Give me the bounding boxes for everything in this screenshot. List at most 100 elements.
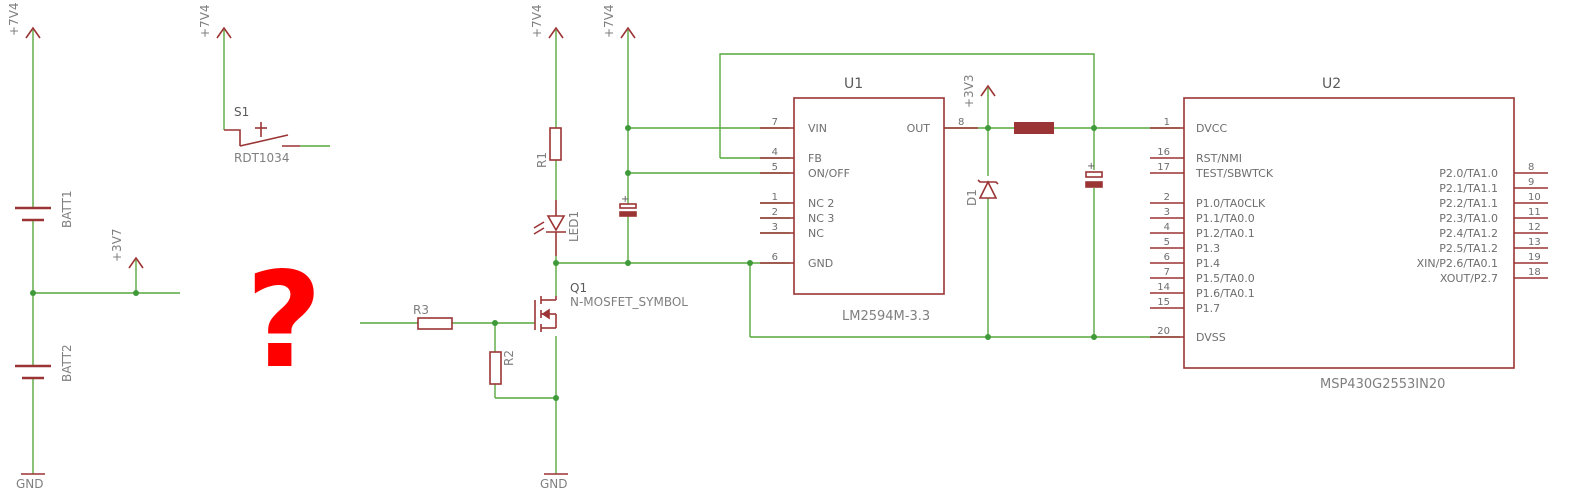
pin-out-label: OUT <box>907 122 931 135</box>
ic-u2-value: MSP430G2553IN20 <box>1320 377 1445 392</box>
junction-dot <box>625 260 631 266</box>
u2-pin-number: 9 <box>1528 177 1534 188</box>
led-led1-label: LED1 <box>567 211 581 242</box>
u2-pin-number: 14 <box>1157 282 1170 293</box>
junction-dot <box>30 290 36 296</box>
u2-pin-label: P1.5/TA0.0 <box>1196 272 1255 285</box>
switch-s1-value: RDT1034 <box>234 151 289 165</box>
junction-dot <box>985 334 991 340</box>
u2-pin-label: P2.0/TA1.0 <box>1439 167 1498 180</box>
capacitor-input[interactable]: + <box>619 194 637 217</box>
u2-pin-number: 20 <box>1157 326 1170 337</box>
battery-batt1[interactable] <box>14 199 52 229</box>
u2-pin-number: 5 <box>1164 237 1170 248</box>
resistor-r2-label: R2 <box>502 350 516 366</box>
ground-label-battery: GND <box>16 477 44 491</box>
power-label-cap: +7V4 <box>602 4 616 38</box>
u2-pin-number: 6 <box>1164 252 1170 263</box>
resistor-r3[interactable] <box>417 317 453 330</box>
u2-pin-label: P1.1/TA0.0 <box>1196 212 1255 225</box>
pin-out-number: 8 <box>958 117 964 128</box>
mosfet-q1[interactable] <box>534 296 557 332</box>
pin-gnd-label: GND <box>808 257 833 270</box>
switch-s1[interactable]: +7V4 S1 RDT1034 <box>198 4 330 165</box>
pin-nc2-number: 1 <box>772 192 778 203</box>
ic-u1-value: LM2594M-3.3 <box>842 309 930 324</box>
u2-pin-label: TEST/SBWTCK <box>1195 167 1274 180</box>
mosfet-q1-label: Q1 <box>570 281 587 295</box>
pin-nc-label: NC <box>808 227 824 240</box>
junction-dot <box>1091 125 1097 131</box>
junction-dot <box>747 260 753 266</box>
battery-section: +7V4 BATT1 BATT2 +3V7 GND <box>7 2 180 491</box>
pin-gnd-number: 6 <box>772 252 778 263</box>
led-led1[interactable] <box>533 200 566 256</box>
battery-batt2-label: BATT2 <box>60 344 74 382</box>
svg-text:+: + <box>1087 161 1095 172</box>
u2-pin-label: P1.3 <box>1196 242 1220 255</box>
u2-pin-number: 12 <box>1528 222 1541 233</box>
u2-pin-number: 18 <box>1528 267 1541 278</box>
resistor-r3-label: R3 <box>413 303 429 317</box>
u2-pin-label: P2.4/TA1.2 <box>1439 227 1498 240</box>
u2-pin-label: P1.6/TA0.1 <box>1196 287 1255 300</box>
power-label-vbat: +7V4 <box>7 2 21 36</box>
u2-pin-label: P2.5/TA1.2 <box>1439 242 1498 255</box>
pin-fb-label: FB <box>808 152 822 165</box>
pin-nc-number: 3 <box>772 222 778 233</box>
battery-batt1-label: BATT1 <box>60 190 74 228</box>
junction-dot <box>625 170 631 176</box>
u2-pin-label: P2.1/TA1.1 <box>1439 182 1498 195</box>
junction-dot <box>625 125 631 131</box>
ic-u2-name: U2 <box>1322 76 1341 92</box>
junction-dot <box>492 320 498 326</box>
ic-u2-right-pins: 8P2.0/TA1.09P2.1/TA1.110P2.2/TA1.111P2.3… <box>1417 162 1548 285</box>
u2-pin-label: RST/NMI <box>1196 152 1242 165</box>
led-fet-section: +7V4 R1 LED1 Q1 N-MOSFET_SYMBOL R3 R2 GN… <box>360 4 750 491</box>
pin-nc2-label: NC 2 <box>808 197 834 210</box>
u2-pin-number: 1 <box>1164 117 1170 128</box>
resistor-r1[interactable] <box>549 127 562 161</box>
u2-pin-label: XIN/P2.6/TA0.1 <box>1417 257 1498 270</box>
diode-d1[interactable] <box>977 179 999 199</box>
switch-s1-label: S1 <box>234 105 249 119</box>
resistor-r1-label: R1 <box>535 152 549 168</box>
u2-pin-label: XOUT/P2.7 <box>1440 272 1498 285</box>
diode-d1-label: D1 <box>965 189 979 206</box>
ic-u1-name: U1 <box>844 76 863 92</box>
capacitor-output[interactable]: + <box>1085 161 1103 188</box>
u2-pin-label: DVCC <box>1196 122 1227 135</box>
u2-pin-number: 13 <box>1528 237 1541 248</box>
pin-fb-number: 4 <box>772 147 778 158</box>
power-label-regulated: +3V3 <box>962 74 976 108</box>
pin-onoff-number: 5 <box>772 162 778 173</box>
u2-pin-number: 2 <box>1164 192 1170 203</box>
u2-pin-label: P1.7 <box>1196 302 1220 315</box>
resistor-r2[interactable] <box>489 351 502 385</box>
pin-onoff-label: ON/OFF <box>808 167 850 180</box>
battery-batt2[interactable] <box>14 357 52 387</box>
pin-vin-number: 7 <box>772 117 778 128</box>
u2-pin-number: 3 <box>1164 207 1170 218</box>
u2-pin-number: 16 <box>1157 147 1170 158</box>
junction-dot <box>553 260 559 266</box>
junction-dot <box>1091 334 1097 340</box>
u2-pin-number: 7 <box>1164 267 1170 278</box>
inductor[interactable] <box>1014 122 1054 134</box>
power-label-led: +7V4 <box>530 4 544 38</box>
u2-pin-label: P1.4 <box>1196 257 1220 270</box>
u2-pin-number: 11 <box>1528 207 1541 218</box>
junction-dot <box>985 125 991 131</box>
power-label-mid-tap: +3V7 <box>110 228 124 262</box>
power-label-switch: +7V4 <box>198 4 212 38</box>
junction-dot <box>553 395 559 401</box>
u2-pin-label: P2.2/TA1.1 <box>1439 197 1498 210</box>
u2-pin-number: 4 <box>1164 222 1170 233</box>
question-mark: ? <box>246 244 323 398</box>
ic-u1[interactable]: U1 LM2594M-3.3 VIN 7 FB 4 ON/OFF 5 NC 2 … <box>760 76 978 324</box>
u2-pin-label: DVSS <box>1196 331 1226 344</box>
u2-pin-label: P2.3/TA1.0 <box>1439 212 1498 225</box>
